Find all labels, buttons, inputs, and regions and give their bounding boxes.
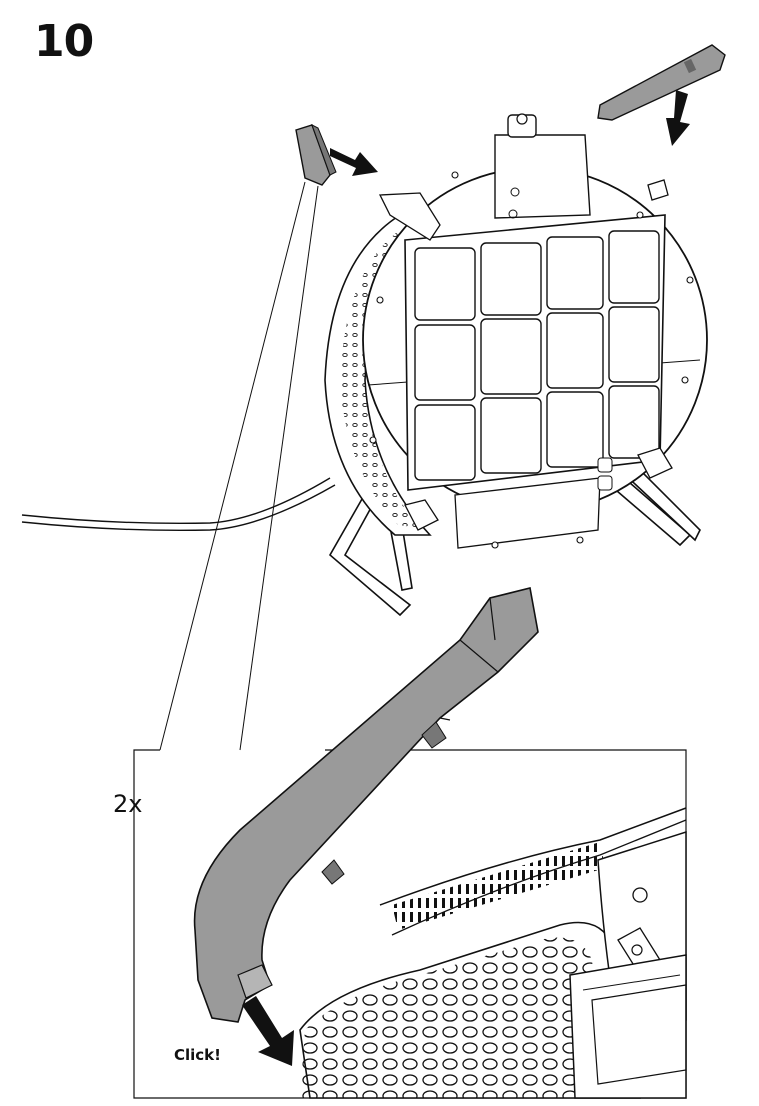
step-number: 10 xyxy=(34,16,94,67)
arrow-down-handle-icon xyxy=(666,90,690,146)
detail-panel xyxy=(133,749,687,1099)
mounted-clips xyxy=(378,179,673,531)
quantity-label: 2x xyxy=(113,790,143,818)
large-handle-detail xyxy=(193,587,539,1023)
purifier-front xyxy=(362,113,708,549)
click-label: Click! xyxy=(174,1046,221,1064)
callout-leader-lines xyxy=(159,181,319,751)
power-cord xyxy=(21,477,336,532)
arrow-left-handle-icon xyxy=(330,148,378,176)
long-handle-part xyxy=(597,44,726,121)
click-arrow-icon xyxy=(242,996,294,1066)
small-handle-part xyxy=(295,123,337,186)
